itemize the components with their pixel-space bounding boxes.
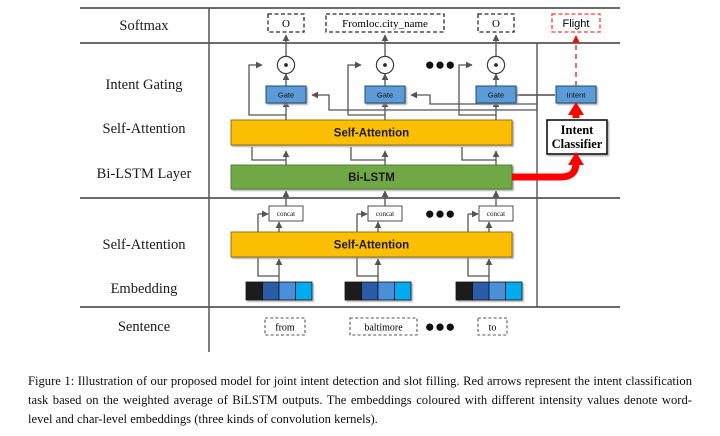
red-arrowhead-to-intent [568,102,584,115]
intent-classifier-line2: Classifier [552,137,603,151]
slot-tag-2-label: Fromloc.city_name [342,18,428,30]
elementwise-product-1 [276,55,296,75]
sentence-token-box-3 [477,317,508,336]
bilstm-to-selfattn-wires [251,147,500,165]
ellipsis-concat-row: ●●● [425,204,456,223]
concat-node-3-label: concat [487,210,505,218]
concat-node-2: concat [367,205,403,222]
embedding-block-1 [245,281,313,301]
slot-tag-box-2 [325,13,445,33]
row-label-embedding: Embedding [111,281,178,297]
row-label-intent-gating: Intent Gating [106,77,183,93]
row-label-bilstm: Bi-LSTM Layer [97,166,192,182]
ellipsis-sentence-row: ●●● [425,317,456,336]
elementwise-product-2 [375,55,395,75]
sentence-token-box-1 [264,317,306,336]
self-attention-lower-block [230,231,513,258]
section-rules [80,6,620,309]
gate-box-1-label: Gate [278,91,294,100]
concat-node-1: concat [268,205,304,222]
figure-caption: Figure 1: Illustration of our proposed m… [28,374,692,427]
sentence-token-1-label: from [275,323,295,334]
bilstm-label: Bi-LSTM [348,172,395,184]
row-label-self-attention-bot: Self-Attention [103,237,187,253]
sentence-token-2-label: baltimore [364,323,403,334]
gate-box-3-label: Gate [488,91,504,100]
gate-box-3 [475,85,517,104]
intent-classifier-box [546,119,608,155]
bilstm-block [230,164,513,190]
elementwise-product-3 [486,55,506,75]
embedding-block-2 [344,281,412,301]
concat-node-1-label: concat [277,210,295,218]
ellipsis-gating-row: ●●● [425,55,456,74]
slot-tag-1-label: O [282,18,290,30]
red-arrow-bilstm-to-classifier [512,160,580,181]
concat-node-3: concat [478,205,514,222]
red-arrowhead-to-classifier [568,152,584,165]
self-attention-lower-label: Self-Attention [334,240,409,252]
model-architecture-diagram: Softmax Intent Gating Self-Attention Bi-… [80,6,620,352]
concat-node-2-label: concat [376,210,394,218]
intent-output-label: Flight [563,18,590,30]
slot-tag-box-1 [267,13,305,33]
lower-stack: Self-Attention concat concat [230,190,523,301]
intent-classifier-line1: Intent [561,123,594,137]
intent-vector-label: Intent [567,91,587,100]
sentence-token-3-label: to [489,323,497,334]
gate-box-2 [364,85,406,104]
sentence-token-box-2 [349,317,418,336]
row-label-sentence: Sentence [118,319,170,335]
embedding-block-3 [455,281,523,301]
row-label-self-attention-top: Self-Attention [103,121,187,137]
intent-output-box [551,13,601,33]
row-label-softmax: Softmax [119,18,169,34]
slot-tag-3-label: O [492,18,500,30]
gate-box-2-label: Gate [377,91,393,100]
gating-wires [248,34,555,120]
self-attention-upper-label: Self-Attention [334,128,409,140]
gate-box-1 [265,85,307,104]
slot-tag-box-3 [477,13,515,33]
self-attention-upper-block [230,119,513,146]
